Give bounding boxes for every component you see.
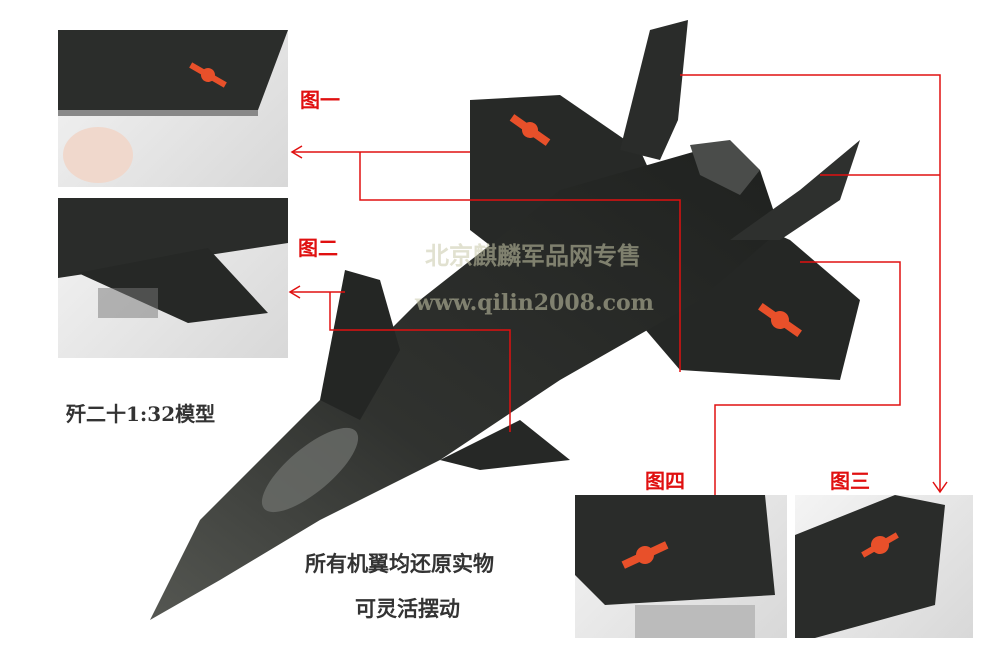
arrow-fig2 [288, 285, 301, 299]
callout-lines [288, 74, 948, 567]
label-fig4: 图四 [645, 469, 685, 493]
arrow-fig3 [932, 481, 948, 494]
jet-fuselage [150, 150, 780, 620]
inset-photo-fig4 [575, 495, 787, 638]
callout-line-fig2-branch [329, 292, 511, 432]
jet-vertical-tail-left [620, 20, 688, 160]
jet-vertical-tail-right [730, 140, 860, 240]
roundel-right [758, 302, 802, 338]
arrow-fig1 [290, 145, 303, 159]
caption-line2: 可灵活摆动 [355, 596, 460, 621]
watermark-cn: 北京麒麟军品网专售 [425, 241, 641, 270]
inset-photo-fig3 [795, 495, 973, 638]
callout-line-fig1-branch [359, 152, 681, 372]
caption-model: 歼二十1:32模型 [66, 402, 216, 426]
watermark-url: www.qilin2008.com [415, 290, 654, 316]
label-fig3: 图三 [830, 469, 870, 493]
roundel-left [509, 114, 551, 146]
jet-canard-left [320, 270, 400, 420]
inset-photo-fig2 [58, 198, 288, 358]
jet-canopy [261, 427, 359, 513]
jet-engine-nozzles [690, 140, 760, 195]
label-fig2: 图二 [298, 236, 338, 260]
inset-photo-fig1 [58, 30, 288, 187]
callout-line-fig4 [714, 261, 901, 565]
jet-canard-right [440, 420, 570, 470]
callout-line-fig3 [680, 74, 941, 492]
caption-line1: 所有机翼均还原实物 [305, 551, 494, 576]
label-fig1: 图一 [300, 88, 340, 112]
